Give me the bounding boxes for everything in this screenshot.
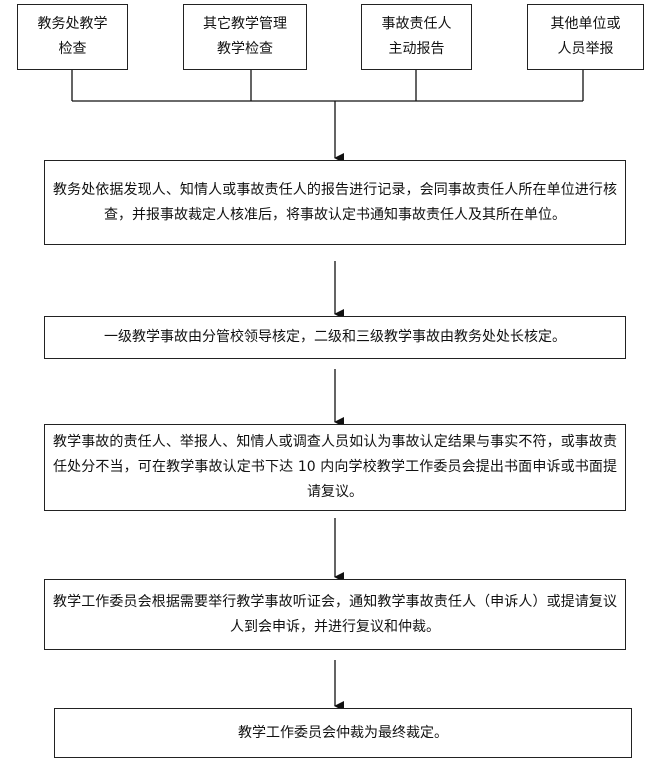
source-label: 事故责任人 主动报告 [381, 16, 452, 57]
source-box-academic-affairs-inspection: 教务处教学 检查 [17, 4, 128, 70]
step-box-hearing-and-review: 教学工作委员会根据需要举行教学事故听证会，通知教学事故责任人（申诉人）或提请复议… [44, 579, 626, 650]
source-label: 其它教学管理 教学检查 [203, 16, 287, 57]
step-box-record-and-verify: 教务处依据发现人、知情人或事故责任人的报告进行记录，会同事故责任人所在单位进行核… [44, 160, 626, 245]
step-label: 一级教学事故由分管校领导核定，二级和三级教学事故由教务处处长核定。 [104, 329, 566, 345]
step-label: 教务处依据发现人、知情人或事故责任人的报告进行记录，会同事故责任人所在单位进行核… [53, 181, 617, 223]
source-box-external-report: 其他单位或 人员举报 [527, 4, 644, 70]
step-label: 教学工作委员会根据需要举行教学事故听证会，通知教学事故责任人（申诉人）或提请复议… [53, 593, 617, 635]
source-label: 其他单位或 人员举报 [550, 16, 621, 57]
step-label: 教学工作委员会仲裁为最终裁定。 [238, 724, 448, 741]
source-box-other-management-inspection: 其它教学管理 教学检查 [183, 4, 307, 70]
source-label: 教务处教学 检查 [37, 16, 108, 57]
step-box-accident-grading: 一级教学事故由分管校领导核定，二级和三级教学事故由教务处处长核定。 [44, 316, 626, 359]
step-box-appeal-window: 教学事故的责任人、举报人、知情人或调查人员如认为事故认定结果与事实不符，或事故责… [44, 424, 626, 511]
step-box-final-ruling: 教学工作委员会仲裁为最终裁定。 [54, 708, 632, 758]
source-box-self-report: 事故责任人 主动报告 [361, 4, 472, 70]
step-label: 教学事故的责任人、举报人、知情人或调查人员如认为事故认定结果与事实不符，或事故责… [53, 434, 617, 500]
